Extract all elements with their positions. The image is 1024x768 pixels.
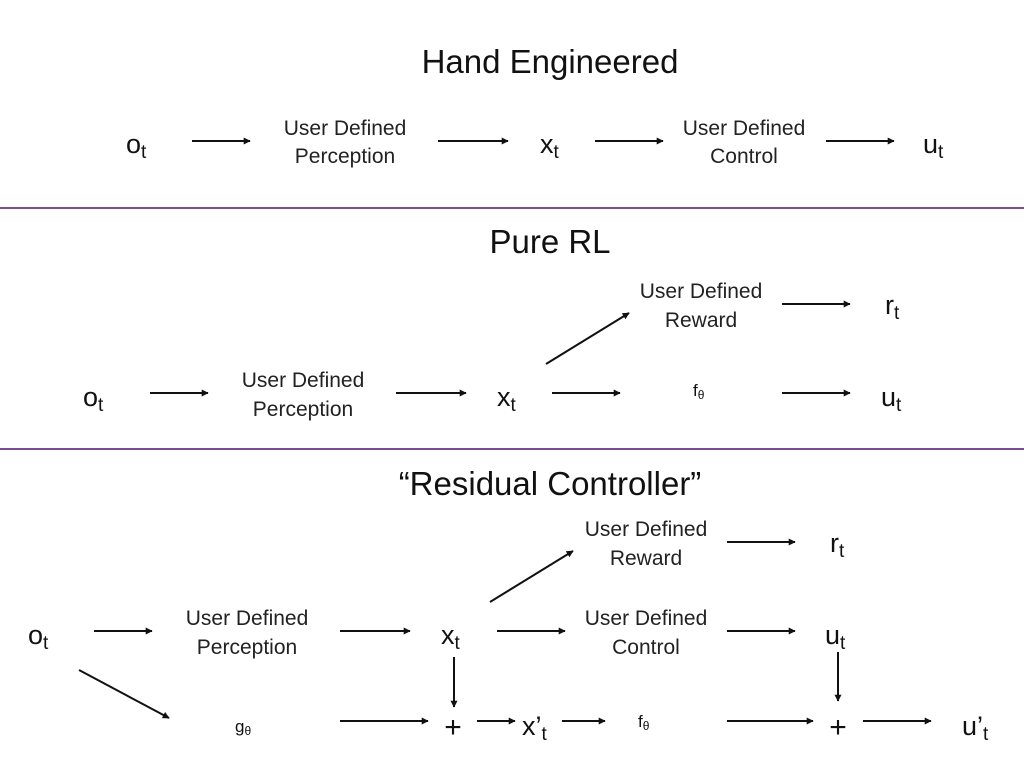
action-node: ut (923, 129, 944, 163)
svg-text:Perception: Perception (295, 145, 395, 168)
perception-block: User Defined Perception (186, 607, 309, 659)
action-node: ut (881, 382, 902, 416)
svg-text:Control: Control (612, 636, 680, 659)
perception-block: User Defined Perception (284, 117, 407, 168)
residual-policy-node: gθ (235, 717, 251, 738)
section-hand-engineered: Hand Engineered ot User Defined Percepti… (126, 43, 944, 168)
reward-block: User Defined Reward (640, 280, 763, 332)
reward-block: User Defined Reward (585, 518, 708, 570)
arrow-obs-to-residual-policy (78, 669, 170, 719)
svg-text:Control: Control (710, 145, 778, 168)
svg-text:Perception: Perception (253, 398, 353, 421)
state-node: xt (497, 382, 517, 416)
svg-text:User Defined: User Defined (585, 607, 708, 630)
svg-text:User Defined: User Defined (284, 117, 407, 140)
svg-text:Reward: Reward (610, 547, 682, 570)
svg-text:User Defined: User Defined (242, 369, 365, 392)
policy-node: fθ (638, 712, 650, 733)
action-node: ut (825, 620, 846, 654)
control-block: User Defined Control (683, 117, 806, 168)
reward-node: rt (885, 290, 900, 324)
arrow-state-to-reward (545, 312, 630, 365)
svg-text:User Defined: User Defined (640, 280, 763, 303)
reward-node: rt (830, 528, 845, 562)
state-node: xt (540, 129, 560, 163)
sum-node-action: + (829, 711, 847, 744)
observation-node: ot (83, 382, 104, 416)
arrow-state-to-reward (489, 550, 574, 603)
svg-text:User Defined: User Defined (585, 518, 708, 541)
svg-text:User Defined: User Defined (683, 117, 806, 140)
section-title: Pure RL (489, 223, 610, 260)
policy-node: fθ (693, 381, 705, 402)
section-title: Hand Engineered (422, 43, 679, 80)
control-block: User Defined Control (585, 607, 708, 659)
svg-text:Reward: Reward (665, 309, 737, 332)
sum-node-state: + (444, 711, 462, 744)
svg-text:User Defined: User Defined (186, 607, 309, 630)
final-action-node: u’t (962, 711, 989, 745)
state-node: xt (441, 620, 461, 654)
section-residual-controller: “Residual Controller” User Defined Rewar… (28, 465, 989, 745)
observation-node: ot (28, 620, 49, 654)
observation-node: ot (126, 129, 147, 163)
section-title: “Residual Controller” (399, 465, 702, 502)
augmented-state-node: x’t (522, 711, 548, 745)
section-pure-rl: Pure RL User Defined Reward rt ot User D… (83, 223, 902, 421)
perception-block: User Defined Perception (242, 369, 365, 421)
svg-text:Perception: Perception (197, 636, 297, 659)
